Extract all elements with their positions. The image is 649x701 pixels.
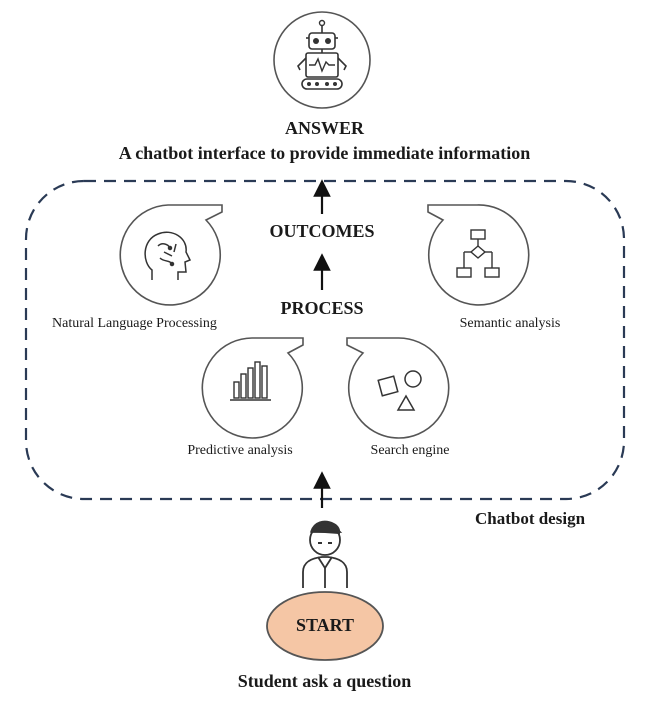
- start-node: [266, 591, 384, 661]
- answer-subtitle: A chatbot interface to provide immediate…: [118, 143, 531, 163]
- start-label: START: [295, 615, 355, 635]
- brain-icon: [144, 231, 192, 280]
- semantic-bubble: [427, 204, 530, 306]
- process-label: PROCESS: [280, 298, 364, 318]
- shapes-icon: [377, 370, 422, 411]
- predictive-label: Predictive analysis: [187, 443, 293, 458]
- outcomes-label: OUTCOMES: [269, 221, 375, 241]
- bar-chart-icon: [230, 361, 271, 401]
- robot-icon: [273, 11, 371, 109]
- start-caption: Student ask a question: [237, 671, 412, 691]
- search-label: Search engine: [370, 443, 450, 458]
- nlp-label: Natural Language Processing: [52, 316, 217, 331]
- nlp-bubble: [119, 204, 223, 306]
- answer-title: ANSWER: [284, 118, 364, 138]
- student-icon: [302, 520, 348, 588]
- flowchart-icon: [456, 229, 500, 278]
- predictive-bubble: [201, 337, 304, 439]
- container-label: Chatbot design: [474, 509, 586, 528]
- semantic-label: Semantic analysis: [459, 316, 561, 331]
- search-bubble: [346, 337, 450, 439]
